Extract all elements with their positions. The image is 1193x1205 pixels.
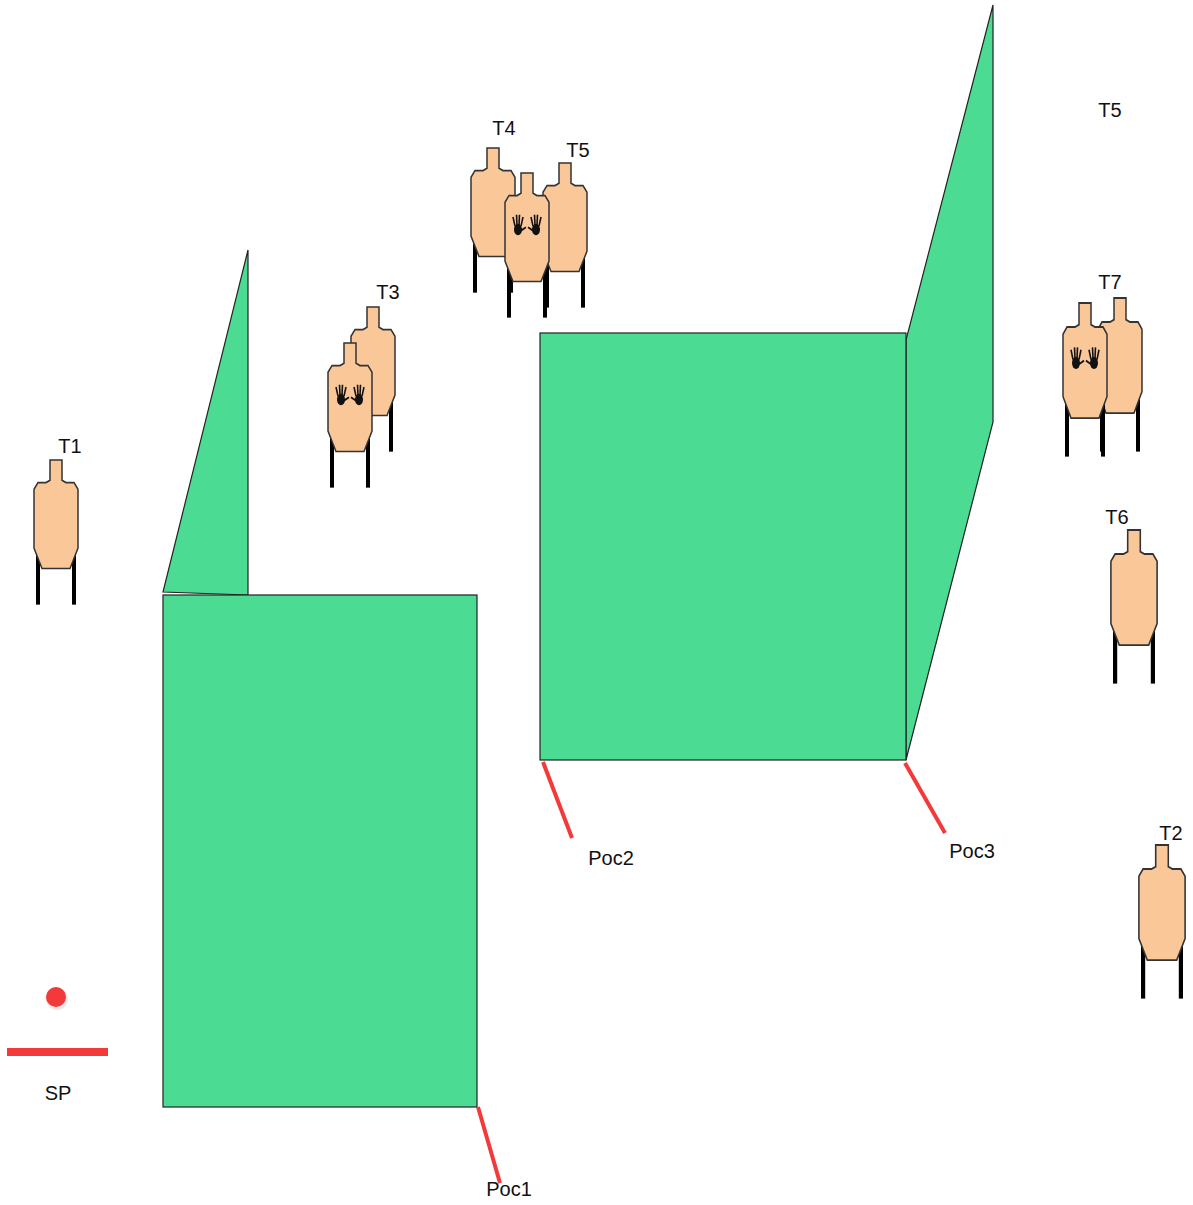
port-marker (905, 763, 945, 833)
port-marker (543, 762, 572, 838)
target-label: T5 (1098, 99, 1121, 121)
wall (540, 333, 906, 760)
start-dot-shadow (46, 988, 68, 1010)
target (1111, 530, 1157, 684)
target (1139, 845, 1185, 999)
wall (163, 595, 477, 1107)
target-label: T5 (566, 139, 589, 161)
start-line (7, 1048, 108, 1056)
target-label: T4 (492, 117, 515, 139)
port-marker (478, 1107, 500, 1183)
target (34, 460, 78, 605)
target-label: Poc1 (486, 1178, 532, 1200)
target-label: T6 (1105, 506, 1128, 528)
no-shoot-target (505, 173, 549, 318)
target-label: T2 (1159, 822, 1182, 844)
target-label: SP (45, 1082, 72, 1104)
target-label: T1 (58, 435, 81, 457)
target-label: Poc2 (588, 847, 634, 869)
wall-side (906, 5, 993, 760)
no-shoot-target (328, 343, 372, 488)
wall-side (163, 250, 248, 595)
target-label: Poc3 (949, 840, 995, 862)
target-label: T3 (376, 281, 399, 303)
start-dot (46, 987, 66, 1007)
target-label: T7 (1098, 271, 1121, 293)
no-shoot-target (1063, 303, 1107, 457)
